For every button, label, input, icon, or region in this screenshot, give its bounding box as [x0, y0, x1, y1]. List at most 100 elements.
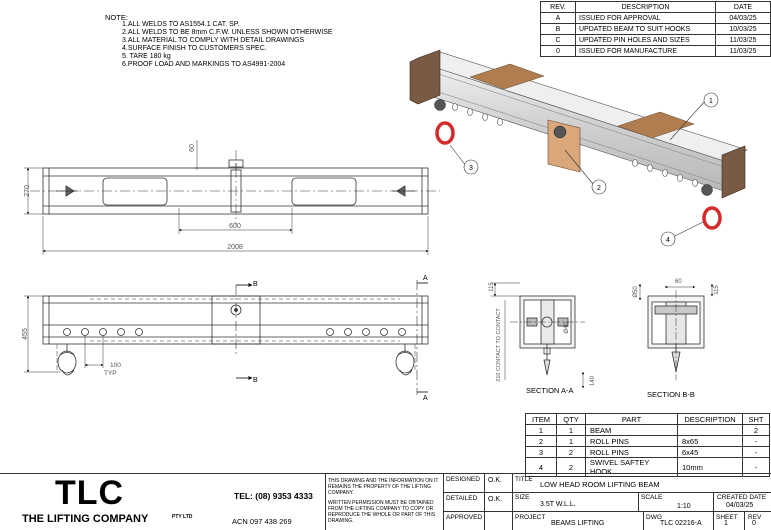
scale-value: 1:10: [677, 503, 691, 510]
note-item: 3.ALL MATERIAL TO COMPLY WITH DETAIL DRA…: [122, 37, 305, 44]
dwg-value: TLC 02216-A: [660, 520, 702, 527]
dim-overall-height: 270: [24, 185, 31, 197]
detailed-value: O.K.: [488, 496, 503, 503]
wear-pad-left: [102, 177, 168, 206]
parts-cell: 2: [525, 435, 557, 447]
dim-overall-length: 2008: [227, 244, 243, 251]
parts-header: SHT: [742, 413, 770, 425]
scale-label: SCALE: [641, 494, 663, 501]
sheet-value: 1: [724, 520, 728, 527]
wear-pad-iso-right: [617, 111, 695, 139]
end-plate-left: [409, 49, 441, 105]
note-item: 2.ALL WELDS TO BE 8mm C.F.W. UNLESS SHOW…: [122, 29, 333, 36]
dim-pin-dia-b: Ø50: [633, 286, 639, 298]
parts-cell: 8x65: [677, 435, 743, 447]
wear-pad-right: [291, 177, 357, 206]
balloon-label-1: 1: [709, 98, 713, 105]
balloon-2: [591, 179, 607, 195]
project-label: PROJECT: [515, 514, 546, 521]
sheet-label: SHEET: [716, 514, 738, 521]
parts-cell: 1: [556, 435, 586, 447]
rev-cell: 11/03/25: [715, 45, 771, 57]
balloon-label-4: 4: [666, 237, 670, 244]
notes-list: 1.ALL WELDS TO AS1554.1 CAT. SP. 2.ALL W…: [122, 21, 333, 69]
dim-top-height: 60: [189, 144, 196, 152]
balloon-label-3: 3: [469, 165, 473, 172]
balloon-4: [660, 231, 676, 247]
detailed-label: DETAILED: [446, 495, 478, 502]
parts-cell: ROLL PINS: [585, 435, 678, 447]
section-b-top-marker: B: [253, 281, 258, 288]
created-date-label: CREATED DATE: [717, 494, 767, 501]
parts-header: DESCRIPTION: [677, 413, 743, 425]
parts-cell: -: [742, 457, 770, 477]
dim-side-height: 455: [22, 328, 29, 340]
dim-section-top: 115: [489, 282, 495, 292]
table-row: 3 2 ROLL PINS 6x45 -: [525, 446, 770, 458]
parts-table: ITEM QTY PART DESCRIPTION SHT 1 1 BEAM 2…: [525, 413, 770, 477]
created-date-value: 04/03/25: [726, 502, 754, 509]
table-row: 4 2 SWIVEL SAFTEY HOOK 10mm -: [525, 457, 770, 477]
parts-cell: 3: [525, 446, 557, 458]
dwg-label: DWG: [646, 514, 662, 521]
disclaimer-permission: WRITTEN PERMISSION MUST BE OBTAINED FROM…: [328, 500, 436, 524]
dim-section-contact: 210 CONTACT TO CONTACT: [496, 308, 502, 382]
parts-header: PART: [585, 413, 678, 425]
table-row: 1 1 BEAM 2: [525, 424, 770, 436]
size-label: SIZE: [515, 494, 530, 501]
designed-value: O.K.: [488, 477, 503, 484]
table-row: 0 ISSUED FOR MANUFACTURE 11/03/25: [540, 45, 771, 57]
parts-cell: [677, 424, 743, 436]
parts-cell: 1: [556, 424, 586, 436]
parts-header: QTY: [556, 413, 586, 425]
rev-cell: ISSUED FOR MANUFACTURE: [575, 45, 716, 57]
top-view: [30, 150, 440, 225]
section-b-bottom-marker: B: [253, 377, 258, 384]
balloon-3: [463, 159, 479, 175]
company-name: THE LIFTING COMPANY: [22, 513, 149, 525]
rev-label: REV: [748, 514, 762, 521]
wear-pad-iso-left: [469, 63, 545, 90]
notes-heading: NOTE:: [105, 13, 128, 22]
parts-cell: 10mm: [677, 457, 743, 477]
section-a-bottom-marker: A: [423, 395, 428, 402]
company-logo: TLC: [55, 474, 125, 512]
designed-label: DESIGNED: [446, 476, 480, 483]
revision-table: REV. DESCRIPTION DATE A ISSUED FOR APPRO…: [540, 1, 771, 57]
title-block: TLC THE LIFTING COMPANY PTY LTD TEL: (08…: [0, 473, 771, 530]
company-phone: TEL: (08) 9353 4333: [234, 491, 313, 501]
balloon-label-2: 2: [597, 185, 601, 192]
parts-cell: 2: [742, 424, 770, 436]
dim-pin-dia-a: Ø40: [564, 322, 570, 334]
dim-section-bottom: 140: [590, 375, 596, 386]
dim-inner-span: 600: [229, 223, 241, 230]
section-a-view: [510, 295, 585, 376]
approved-label: APPROVED: [446, 514, 483, 521]
parts-cell: 4: [525, 457, 557, 477]
side-view: [42, 280, 429, 395]
size-value: 3.5T W.L.L.: [540, 501, 576, 508]
note-item: 5. TARE 180 kg: [122, 53, 171, 60]
hook-left: [56, 344, 77, 376]
balloon-1: [703, 92, 719, 108]
section-a-top-marker: A: [423, 275, 428, 282]
section-a-title: SECTION A-A: [526, 386, 574, 395]
parts-cell: 2: [556, 446, 586, 458]
hook-right: [395, 344, 416, 376]
disclaimer-ownership: THIS DRAWING AND THE INFORMATION ON IT R…: [328, 478, 439, 496]
parts-cell: BEAM: [585, 424, 678, 436]
project-value: BEAMS LIFTING: [551, 520, 605, 527]
note-item: 4.SURFACE FINISH TO CUSTOMERS SPEC.: [122, 45, 267, 52]
shackle-right: [702, 206, 722, 230]
note-item: 1.ALL WELDS TO AS1554.1 CAT. SP.: [122, 21, 240, 28]
section-b-view: [647, 290, 705, 380]
note-item: 6.PROOF LOAD AND MARKINGS TO AS4991-2004: [122, 61, 286, 68]
parts-cell: -: [742, 446, 770, 458]
parts-cell: 1: [525, 424, 557, 436]
shackle-left: [435, 121, 455, 145]
end-plate-right: [721, 145, 746, 199]
section-b-title: SECTION B-B: [647, 390, 695, 399]
company-acn: ACN 097 438 269: [232, 517, 292, 526]
parts-cell: -: [742, 435, 770, 447]
